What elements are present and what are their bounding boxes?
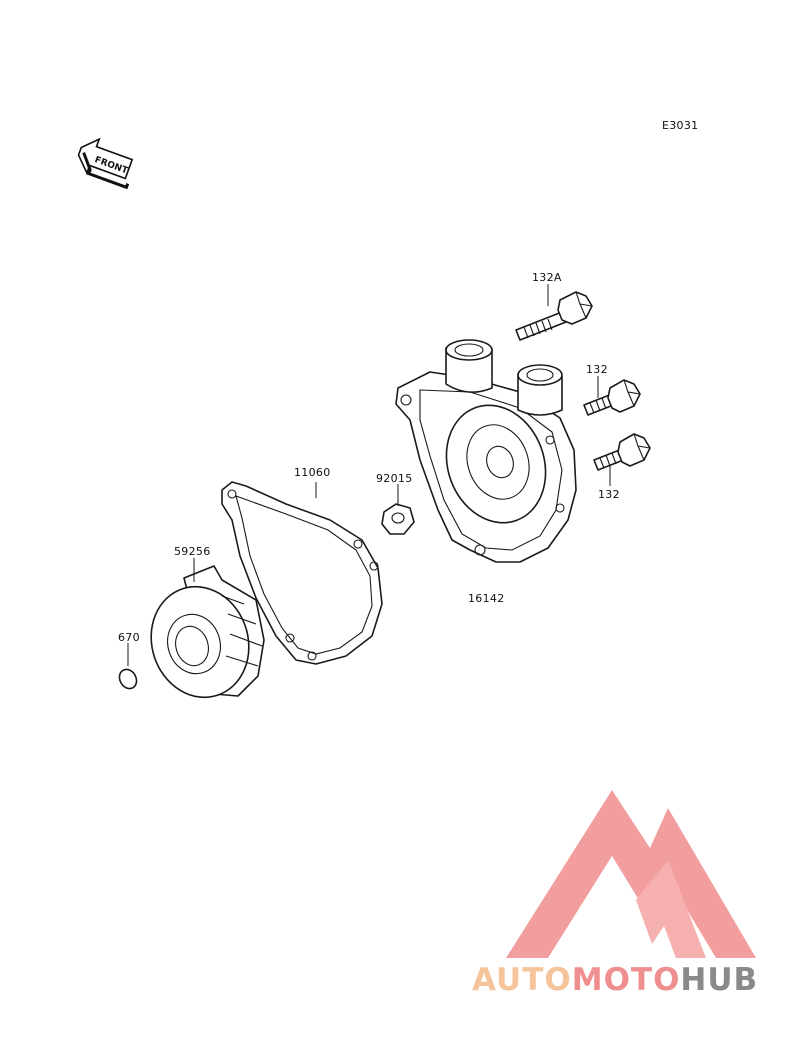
- bolt-132-lower: [593, 433, 651, 471]
- front-arrow-icon: FRONT: [77, 137, 134, 190]
- impeller-59256: [150, 565, 265, 699]
- bolt-132a: [515, 291, 593, 341]
- bolt-132-upper: [583, 379, 641, 416]
- nut-92015: [381, 503, 415, 535]
- water-pump-cover-16142: [395, 339, 577, 563]
- diagram-code: E3031: [662, 119, 698, 132]
- part-label-132a: 132A: [532, 271, 562, 284]
- o-ring-670: [118, 668, 138, 690]
- brand-moto: MOTO: [571, 962, 681, 998]
- part-label-132-lower: 132: [598, 488, 620, 501]
- part-label-16142: 16142: [468, 592, 505, 605]
- brand-auto: AUTO: [472, 962, 572, 998]
- part-label-132-upper: 132: [586, 363, 608, 376]
- part-label-670: 670: [118, 631, 140, 644]
- gasket-11060: [221, 481, 383, 665]
- automotohub-logo-icon: [506, 790, 756, 958]
- part-label-92015: 92015: [376, 472, 413, 485]
- part-label-11060: 11060: [294, 466, 331, 479]
- part-label-59256: 59256: [174, 545, 211, 558]
- watermark-brand: AUTOMOTOHUB: [472, 962, 792, 1002]
- brand-hub: HUB: [680, 962, 759, 998]
